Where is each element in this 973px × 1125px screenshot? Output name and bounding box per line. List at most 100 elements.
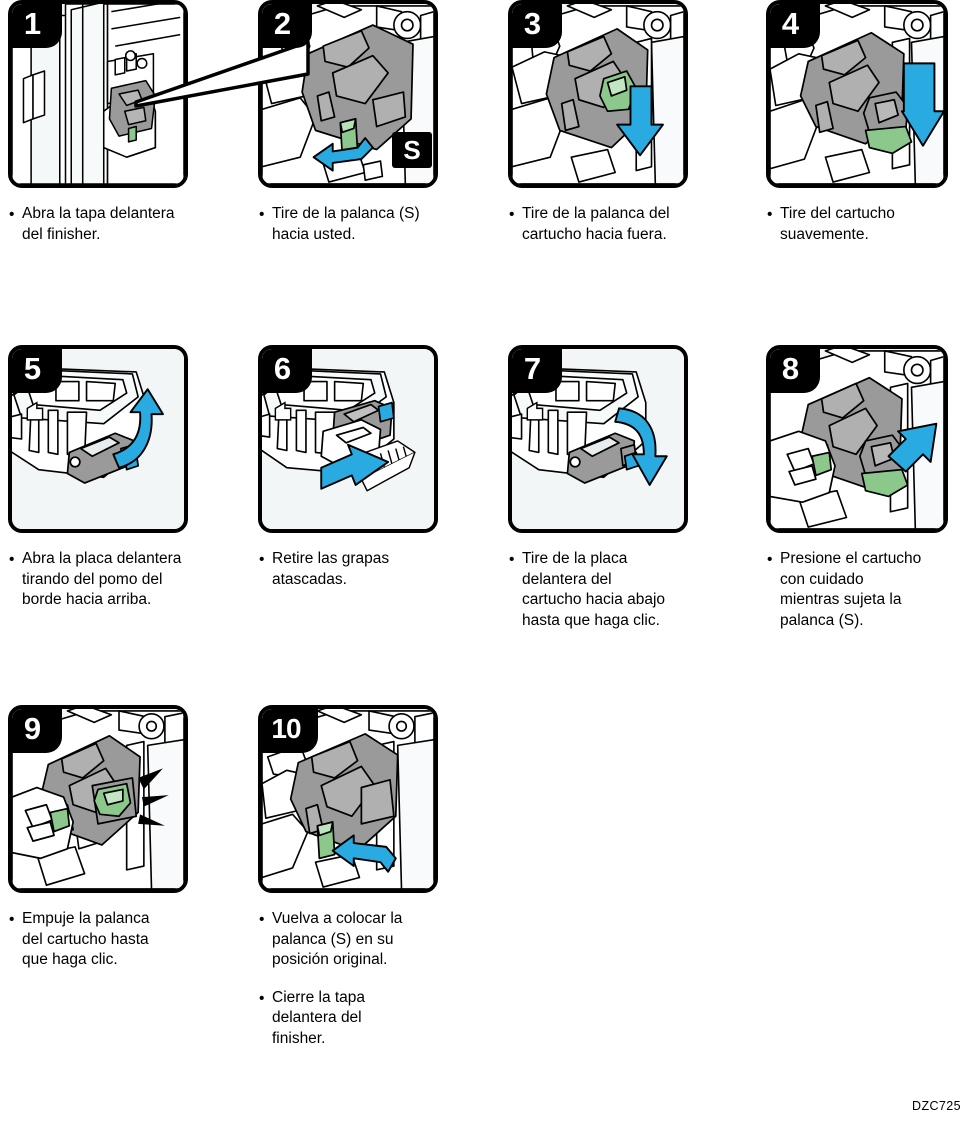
cartridge-press-icon xyxy=(770,349,944,529)
step-9-illustration: 9 xyxy=(8,705,188,893)
bullet-line-2: tirando del pomo del xyxy=(22,570,163,588)
bullet-line-2: hacia usted. xyxy=(272,225,356,243)
bullet-line-2: palanca (S) en su xyxy=(272,930,394,948)
bullet-line-1: Tire de la placa xyxy=(522,550,628,567)
bullet-line-3: finisher. xyxy=(272,1029,326,1047)
step-10: 10 • Vuelva a colocar la palanca (S) en … xyxy=(258,705,492,1049)
click-burst-icon xyxy=(138,768,169,826)
step-number-badge: 10 xyxy=(262,709,318,753)
bullet-item: • Presione el cartucho con cuidado mient… xyxy=(766,549,973,631)
step-6: 6 • Retire las grapas atascadas. xyxy=(258,345,492,590)
step-number: 7 xyxy=(523,351,541,386)
bullet-line-4: palanca (S). xyxy=(780,611,864,629)
step-4-illustration: 4 xyxy=(766,0,948,188)
bullet-line-2: delantera del xyxy=(522,570,612,588)
step-4-caption: • Tire del cartucho suavemente. xyxy=(766,204,973,245)
bullet-glyph: • xyxy=(259,989,265,1007)
bullet-glyph: • xyxy=(9,206,15,223)
step-4: 4 • Tire del cartucho suavemente. xyxy=(766,0,973,245)
bullet-glyph: • xyxy=(509,551,515,568)
step-number: 1 xyxy=(23,6,41,41)
bullet-glyph: • xyxy=(259,551,265,568)
step-number-badge: 4 xyxy=(770,4,820,48)
bullet-line-4: hasta que haga clic. xyxy=(522,611,660,629)
bullet-glyph: • xyxy=(509,206,515,223)
bullet-line-1: Tire de la palanca del xyxy=(522,205,670,222)
step-7-illustration: 7 xyxy=(508,345,688,533)
bullet-line-1: Abra la tapa delantera xyxy=(22,205,175,222)
bullet-item: • Abra la tapa delantera del finisher. xyxy=(8,204,236,245)
step-10-illustration: 10 xyxy=(258,705,438,893)
bullet-line-1: Cierre la tapa xyxy=(272,988,366,1006)
bullet-item: • Tire de la palanca (S) hacia usted. xyxy=(258,204,486,245)
step-5-caption: • Abra la placa delantera tirando del po… xyxy=(8,549,236,611)
step-number: 2 xyxy=(273,6,291,41)
step-number-badge: 5 xyxy=(12,349,62,393)
bullet-line-1: Abra la placa delantera xyxy=(22,550,182,567)
bullet-line-2: del cartucho hasta xyxy=(22,930,149,948)
step-9: 9 • Empuje la palanca del cartucho hasta… xyxy=(8,705,242,971)
bullet-line-2: del finisher. xyxy=(22,225,101,243)
bullet-line-1: Presione el cartucho xyxy=(780,550,922,567)
bullet-line-3: posición original. xyxy=(272,951,388,968)
step-number-badge: 8 xyxy=(770,349,820,393)
step-number: 4 xyxy=(781,6,799,41)
bullet-item: • Tire de la palanca del cartucho hacia … xyxy=(508,204,736,245)
step-5: 5 • Abra la placa delantera tirando del … xyxy=(8,345,242,611)
bullet-line-2: suavemente. xyxy=(780,225,869,243)
bullet-glyph: • xyxy=(767,551,773,568)
step-3: 3 • Tire de la palanca del cartucho haci… xyxy=(508,0,742,245)
step-number-badge: 9 xyxy=(12,709,62,753)
step-number-badge: 2 xyxy=(262,4,312,48)
step-9-caption: • Empuje la palanca del cartucho hasta q… xyxy=(8,909,236,971)
bullet-line-2: delantera del xyxy=(272,1009,362,1026)
step-8-caption: • Presione el cartucho con cuidado mient… xyxy=(766,549,973,631)
step-7-caption: • Tire de la placa delantera del cartuch… xyxy=(508,549,736,631)
step-2: 2 S • Tire de la palanca (S) hacia usted… xyxy=(258,0,492,245)
step-1: 1 • Abra la tapa delantera del finisher. xyxy=(8,0,242,245)
bullet-glyph: • xyxy=(9,551,15,568)
step-1-illustration: 1 xyxy=(8,0,188,188)
step-3-illustration: 3 xyxy=(508,0,688,188)
step-number: 8 xyxy=(781,351,799,386)
bullet-glyph: • xyxy=(259,911,265,928)
bullet-line-3: borde hacia arriba. xyxy=(22,591,152,608)
bullet-line-3: cartucho hacia abajo xyxy=(522,591,666,608)
document-code: DZC725 xyxy=(912,1099,961,1113)
bullet-line-2: atascadas. xyxy=(272,570,347,588)
step-number-badge: 6 xyxy=(262,349,312,393)
bullet-line-3: que haga clic. xyxy=(22,951,118,968)
staple-cartridge-close-icon xyxy=(512,349,684,529)
bullet-item: • Abra la placa delantera tirando del po… xyxy=(8,549,236,611)
lever-s-tag: S xyxy=(392,132,432,168)
step-number: 3 xyxy=(523,6,541,41)
step-2-illustration: 2 S xyxy=(258,0,438,188)
step-number: 5 xyxy=(23,351,41,386)
step-8: 8 • Presione el cartucho con cuidado mie… xyxy=(766,345,973,631)
step-number: 10 xyxy=(271,713,301,744)
bullet-item: • Tire del cartucho suavemente. xyxy=(766,204,973,245)
bullet-item: • Cierre la tapa delantera del finisher. xyxy=(258,988,486,1050)
bullet-line-2: con cuidado xyxy=(780,570,864,588)
step-8-illustration: 8 xyxy=(766,345,948,533)
step-number-badge: 3 xyxy=(512,4,562,48)
bullet-line-1: Retire las grapas xyxy=(272,550,390,567)
step-1-caption: • Abra la tapa delantera del finisher. xyxy=(8,204,236,245)
bullet-line-1: Empuje la palanca xyxy=(22,910,150,927)
bullet-item: • Retire las grapas atascadas. xyxy=(258,549,486,590)
step-number-badge: 7 xyxy=(512,349,562,393)
step-number: 6 xyxy=(273,351,291,386)
bullet-glyph: • xyxy=(9,911,15,928)
bullet-item: • Tire de la placa delantera del cartuch… xyxy=(508,549,736,631)
bullet-item: • Empuje la palanca del cartucho hasta q… xyxy=(8,909,236,971)
bullet-line-3: mientras sujeta la xyxy=(780,591,902,608)
bullet-line-1: Tire del cartucho xyxy=(780,205,895,222)
step-number: 9 xyxy=(23,711,41,746)
step-6-illustration: 6 xyxy=(258,345,438,533)
step-5-illustration: 5 xyxy=(8,345,188,533)
step-number-badge: 1 xyxy=(12,4,62,48)
bullet-line-1: Tire de la palanca (S) xyxy=(272,205,420,222)
step-10-caption: • Vuelva a colocar la palanca (S) en su … xyxy=(258,909,486,1049)
step-6-caption: • Retire las grapas atascadas. xyxy=(258,549,486,590)
